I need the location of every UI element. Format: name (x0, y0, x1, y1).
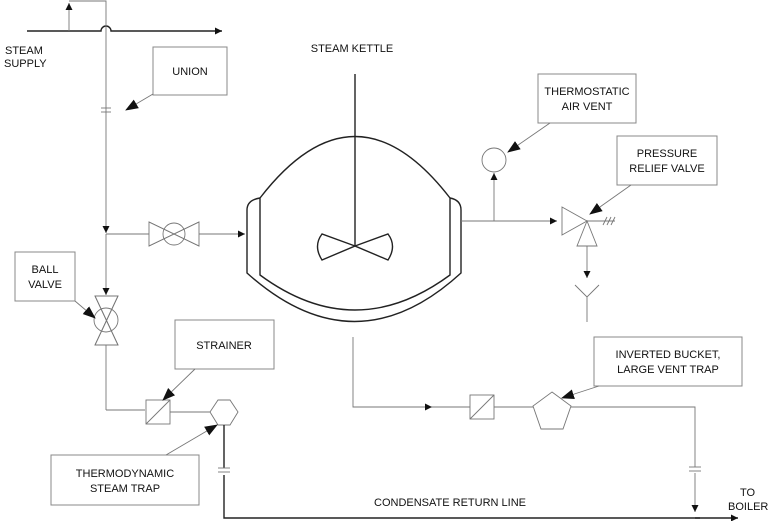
svg-text:STEAM TRAP: STEAM TRAP (90, 483, 160, 495)
ball-valve-icon (93, 234, 119, 410)
vent-line (461, 173, 557, 225)
svg-text:RELIEF VALVE: RELIEF VALVE (629, 163, 704, 175)
thermodynamic-trap-icon (209, 399, 239, 426)
callout-ball-valve: BALL VALVE (14, 251, 96, 319)
strainer-line (106, 399, 210, 425)
pressure-relief-valve-icon (561, 206, 616, 322)
union-icon (101, 107, 111, 113)
inverted-bucket-trap-icon (532, 391, 572, 430)
kettle-drain-line (352, 337, 738, 521)
svg-text:AIR VENT: AIR VENT (562, 101, 613, 113)
callout-strainer: STRAINER (162, 319, 275, 401)
svg-text:BALL: BALL (32, 264, 59, 276)
callout-relief-valve: PRESSURE RELIEF VALVE (589, 135, 718, 215)
steam-supply-header (27, 0, 222, 230)
svg-text:UNION: UNION (172, 66, 208, 78)
diagram-title: STEAM KETTLE (311, 43, 394, 55)
callout-thermodynamic-trap: THERMODYNAMIC STEAM TRAP (50, 424, 218, 506)
svg-text:THERMODYNAMIC: THERMODYNAMIC (76, 468, 174, 480)
globe-valve-icon (148, 221, 200, 247)
svg-text:STRAINER: STRAINER (196, 340, 252, 352)
svg-text:INVERTED BUCKET,: INVERTED BUCKET, (616, 349, 721, 361)
to-boiler-label-1: TO (740, 487, 756, 499)
steam-supply-label-1: STEAM (5, 45, 43, 57)
trap-drop (218, 425, 700, 519)
callout-thermostatic-vent: THERMOSTATIC AIR VENT (507, 73, 637, 153)
svg-text:LARGE VENT TRAP: LARGE VENT TRAP (617, 364, 719, 376)
svg-text:PRESSURE: PRESSURE (637, 148, 698, 160)
steam-supply-label-2: SUPPLY (4, 58, 47, 70)
thermostatic-air-vent-icon (481, 147, 507, 173)
svg-text:VALVE: VALVE (28, 279, 62, 291)
to-boiler-label-2: BOILER (728, 501, 768, 513)
svg-text:THERMOSTATIC: THERMOSTATIC (544, 86, 629, 98)
callout-bucket-trap: INVERTED BUCKET, LARGE VENT TRAP (561, 336, 743, 400)
steam-kettle-icon (246, 74, 462, 323)
callout-union: UNION (125, 46, 228, 111)
condensate-return-label: CONDENSATE RETURN LINE (374, 497, 526, 509)
kettle-feed-line (102, 226, 245, 238)
